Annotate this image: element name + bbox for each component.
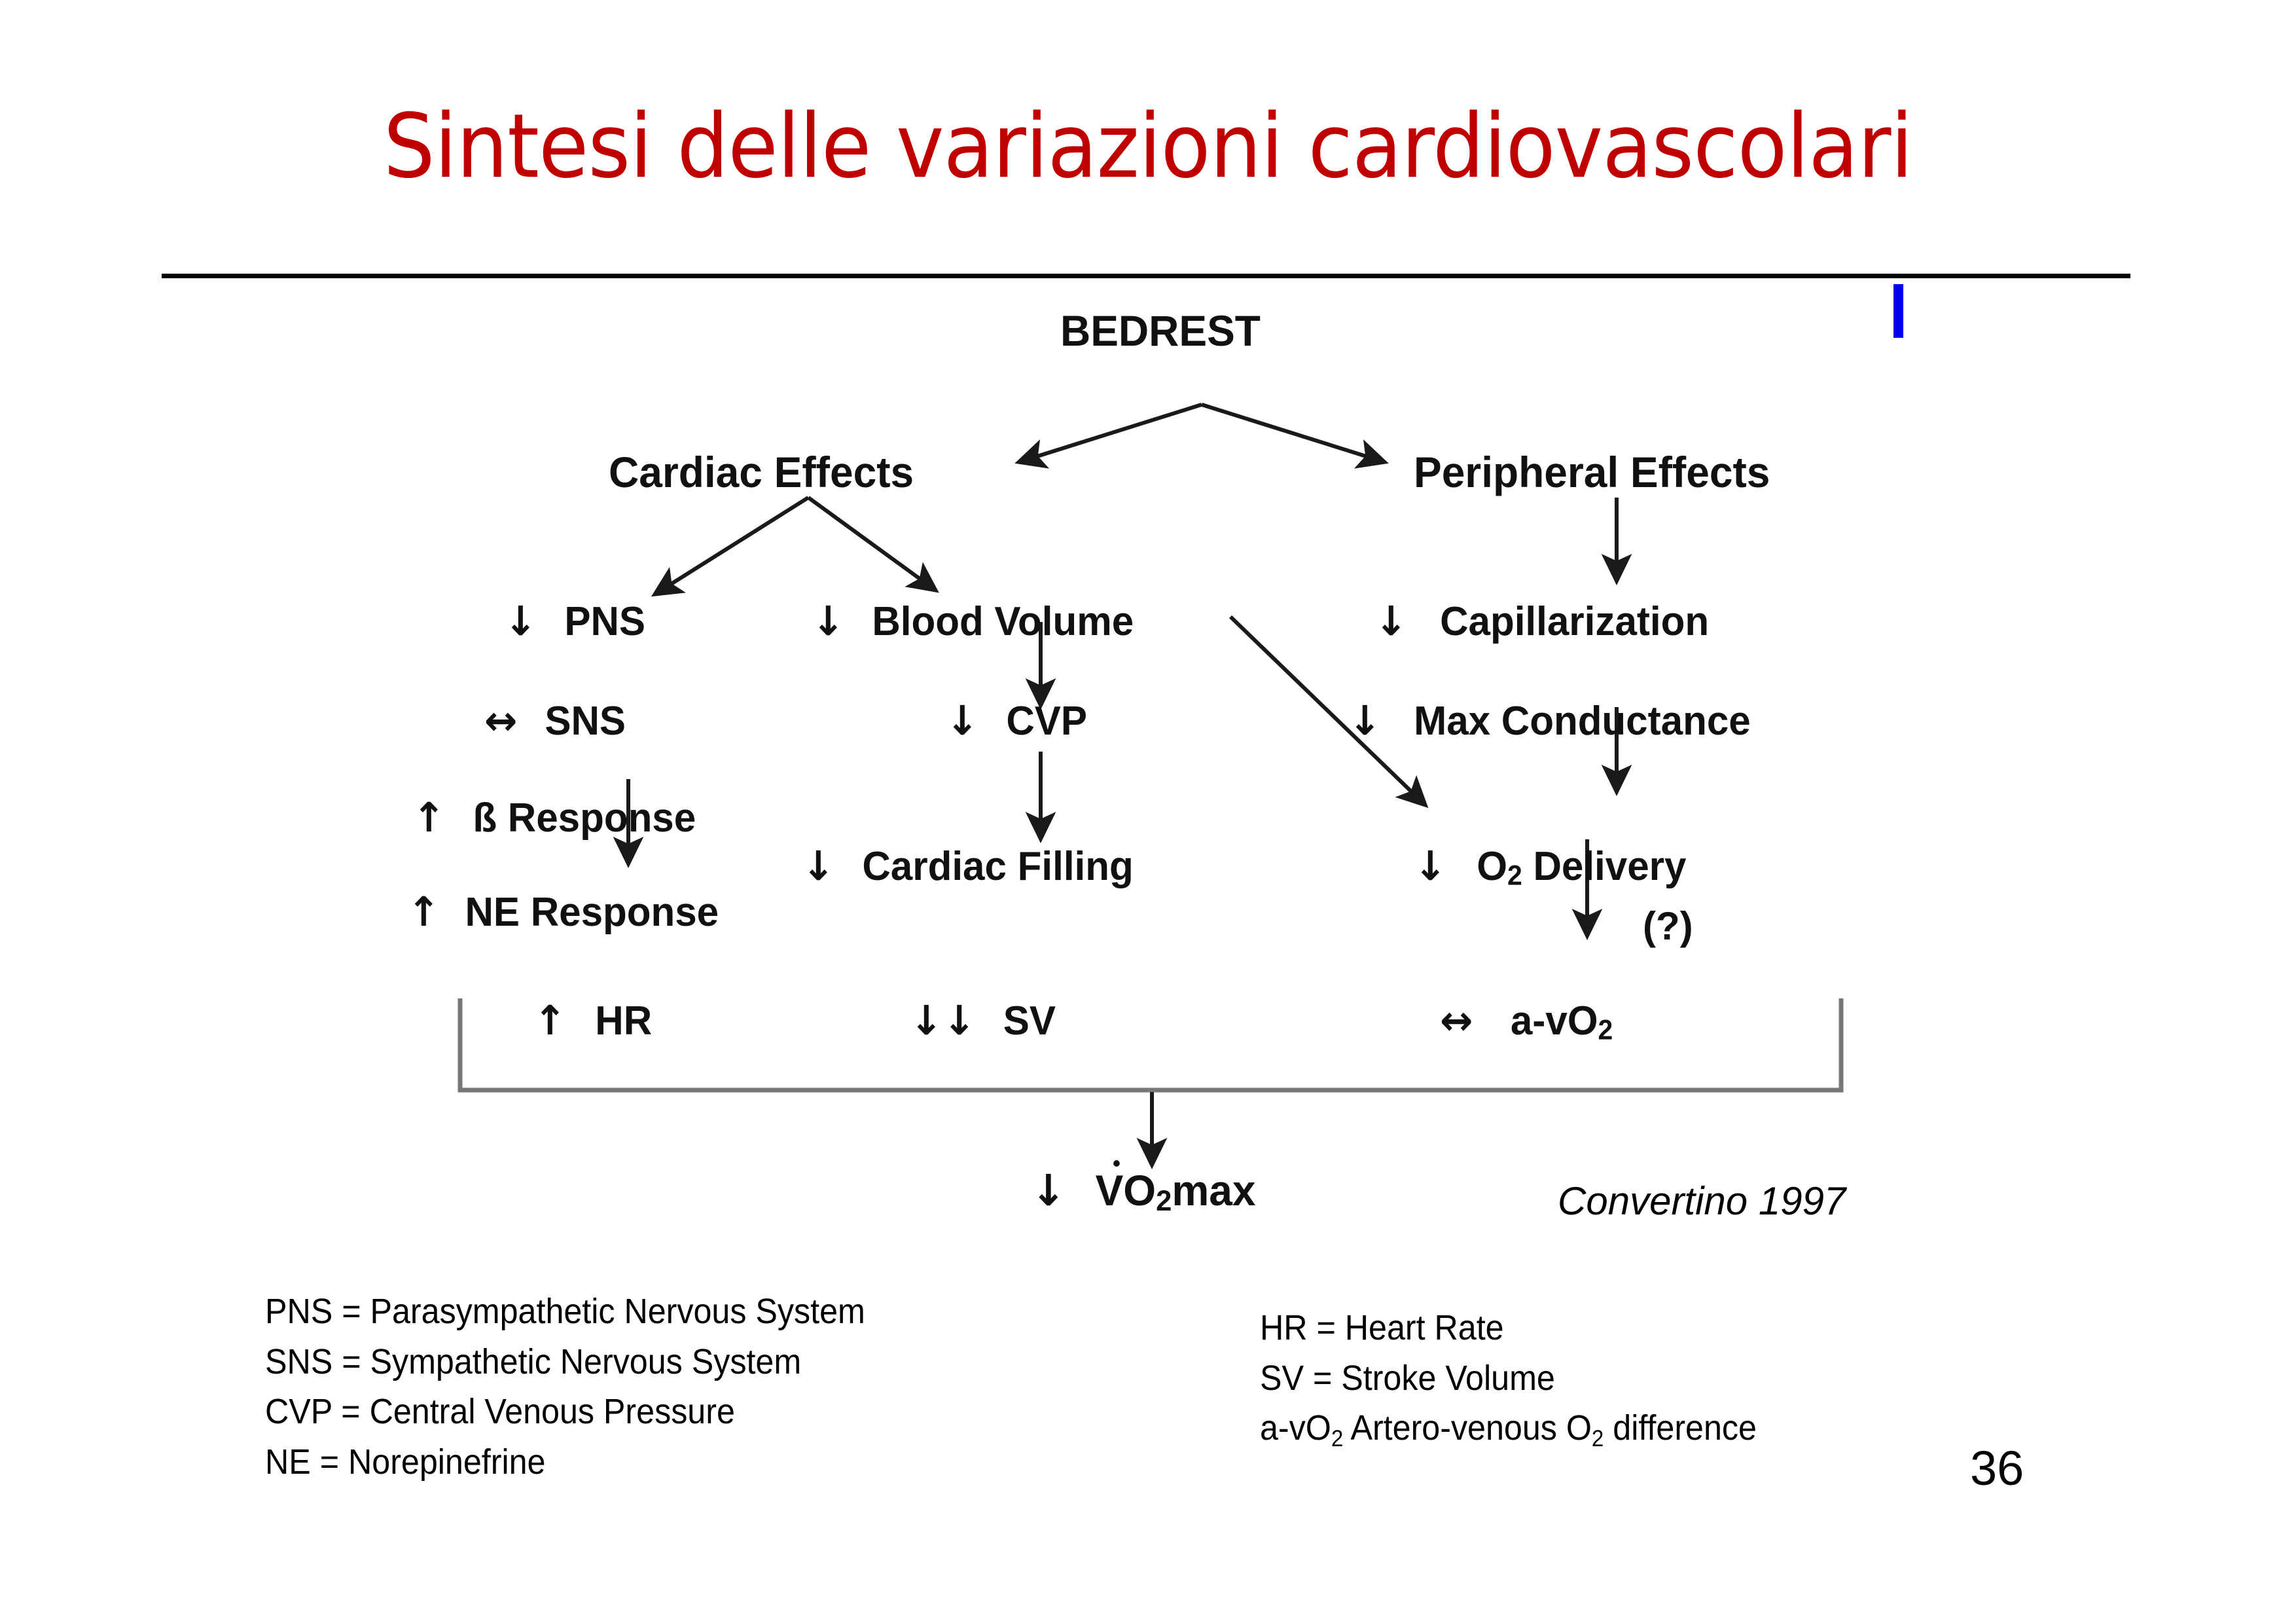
diagram-connectors <box>457 403 1844 1169</box>
bedrest-flow-diagram: BEDREST Cardiac Effects Peripheral Effec… <box>0 282 2296 1264</box>
node-hr: ↑ HR <box>533 996 653 1044</box>
up-arrow-icon: ↑ <box>412 793 446 841</box>
node-cardiac-effects: Cardiac Effects <box>609 448 914 496</box>
node-avo2: ↔ a-vO2 <box>1440 996 1613 1046</box>
edge-bloodvolume-to-o2delivery <box>1229 615 1429 809</box>
node-max-conductance: ↓ Max Conductance <box>1348 697 1751 744</box>
legend-item-hr: HR = Heart Rate <box>1260 1308 1504 1347</box>
node-vo2max: ↓ VO2max <box>1031 1159 1256 1218</box>
double-down-arrow-icon: ↓↓ <box>910 996 976 1044</box>
abbreviation-legend-left: PNS = Parasympathetic Nervous System SNS… <box>265 1286 865 1487</box>
left-right-arrow-icon: ↔ <box>1440 996 1473 1044</box>
edge-cardiac-to-blood-volume <box>807 496 939 593</box>
up-arrow-icon: ↑ <box>407 888 440 936</box>
node-ne-response: ↑ NE Response <box>407 888 719 936</box>
edge-bedrest-to-peripheral <box>1201 403 1389 469</box>
summary-bracket <box>457 998 1844 1093</box>
text-cursor-icon <box>1893 284 1903 338</box>
node-cardiac-filling: ↓ Cardiac Filling <box>802 842 1134 890</box>
legend-item-sns: SNS = Sympathetic Nervous System <box>265 1341 802 1381</box>
down-arrow-icon: ↓ <box>504 597 537 645</box>
left-right-arrow-icon: ↔ <box>484 697 518 744</box>
legend-item-sv: SV = Stroke Volume <box>1260 1358 1555 1398</box>
edge-cardiac-to-pns <box>651 496 810 597</box>
node-capillarization: ↓ Capillarization <box>1374 597 1710 645</box>
source-citation: Convertino 1997 <box>1558 1179 1846 1223</box>
abbreviation-legend-right: HR = Heart Rate SV = Stroke Volume a-vO2… <box>1260 1303 1757 1455</box>
node-beta-response: ↑ ß Response <box>412 793 696 841</box>
node-cvp: ↓ CVP <box>946 697 1087 744</box>
node-bedrest: BEDREST <box>1060 306 1261 355</box>
page-title: Sintesi delle variazioni cardiovascolari <box>383 95 1913 198</box>
up-arrow-icon: ↑ <box>533 996 567 1044</box>
down-arrow-icon: ↓ <box>1414 842 1447 890</box>
down-arrow-icon: ↓ <box>802 842 835 890</box>
annotation-uncertain: (?) <box>1643 904 1693 948</box>
node-peripheral-effects: Peripheral Effects <box>1414 448 1770 496</box>
legend-item-pns: PNS = Parasympathetic Nervous System <box>265 1292 865 1331</box>
legend-item-ne: NE = Norepinefrine <box>265 1442 546 1482</box>
node-blood-volume: ↓ Blood Volume <box>812 597 1134 645</box>
down-arrow-icon: ↓ <box>1031 1165 1066 1216</box>
down-arrow-icon: ↓ <box>1348 697 1382 744</box>
down-arrow-icon: ↓ <box>812 597 845 645</box>
page-number: 36 <box>1970 1441 2024 1495</box>
title-divider-rule <box>162 274 2130 278</box>
node-sns: ↔ SNS <box>484 697 626 744</box>
node-pns: ↓ PNS <box>504 597 645 645</box>
legend-item-cvp: CVP = Central Venous Pressure <box>265 1392 735 1432</box>
down-arrow-icon: ↓ <box>946 697 979 744</box>
down-arrow-icon: ↓ <box>1374 597 1408 645</box>
edge-bedrest-to-cardiac <box>1014 403 1202 469</box>
node-sv: ↓↓ SV <box>910 996 1056 1044</box>
legend-item-avo2: a-vO2 Artero-venous O2 difference <box>1260 1408 1757 1452</box>
node-o2-delivery: ↓ O2 Delivery <box>1414 842 1687 891</box>
